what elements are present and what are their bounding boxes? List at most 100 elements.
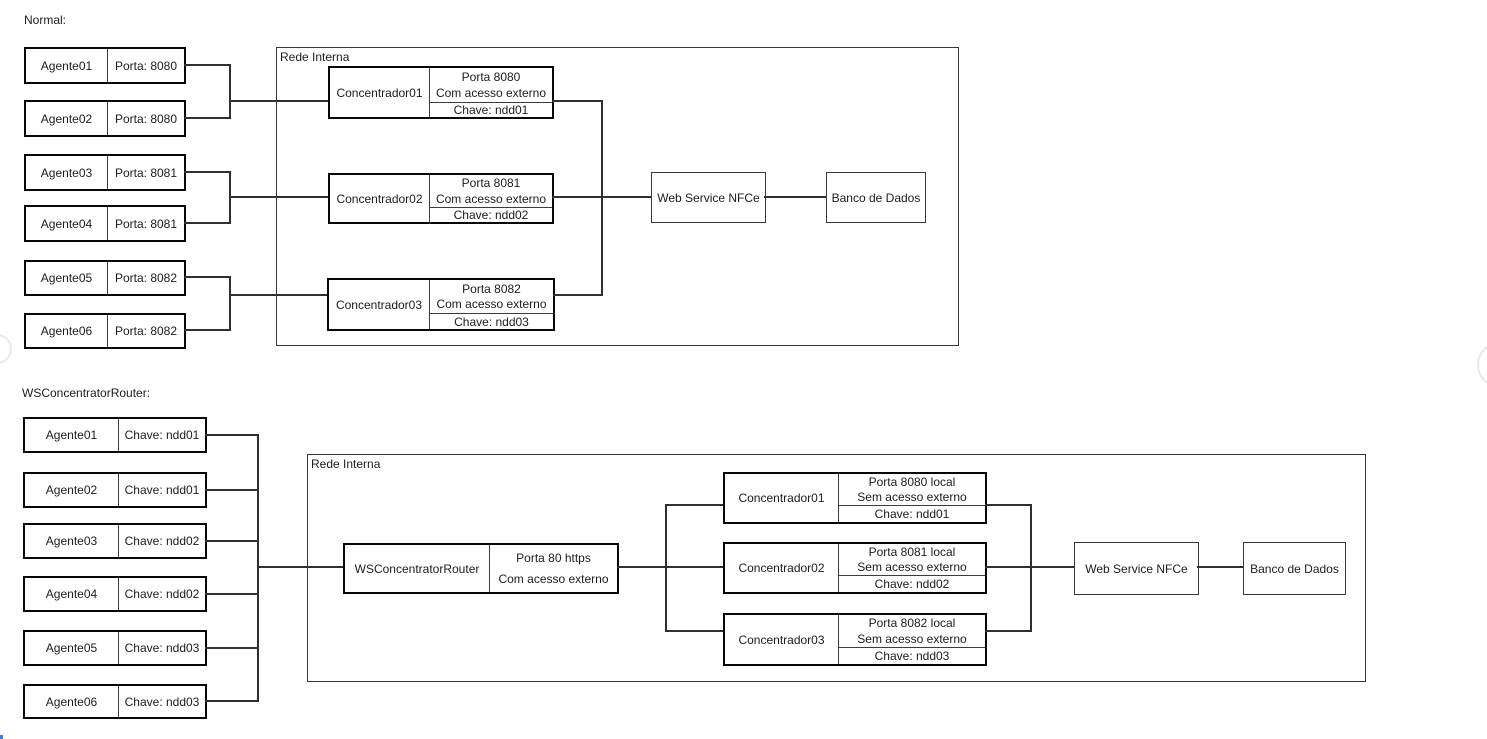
agent-port-label: Porta: 8082 bbox=[114, 271, 178, 285]
connector-line bbox=[1197, 566, 1244, 568]
connector-line bbox=[184, 117, 231, 119]
connector-line bbox=[257, 434, 259, 702]
agent-name-label: Agente03 bbox=[26, 156, 108, 189]
concentrator-box: Concentrador01 Porta 8080 local Sem aces… bbox=[723, 472, 987, 524]
concentrator-port-label: Porta 8081 bbox=[461, 176, 521, 191]
connector-line bbox=[229, 64, 231, 119]
concentrator-access-label: Com acesso externo bbox=[435, 191, 547, 206]
connector-line bbox=[205, 593, 259, 595]
concentrator-name-label: Concentrador03 bbox=[725, 615, 839, 664]
connector-line bbox=[184, 329, 231, 331]
concentrator-box: Concentrador02 Porta 8081 local Sem aces… bbox=[723, 542, 987, 594]
webservice-box: Web Service NFCe bbox=[651, 172, 766, 223]
database-box: Banco de Dados bbox=[826, 172, 926, 223]
agent-key-label: Chave: ndd03 bbox=[124, 641, 200, 655]
agent-name-label: Agente06 bbox=[26, 315, 108, 347]
agent-port-label: Porta: 8080 bbox=[114, 111, 178, 126]
concentrator-port-label: Porta 8080 bbox=[461, 70, 521, 84]
database-box: Banco de Dados bbox=[1243, 542, 1346, 595]
agent-name-label: Agente01 bbox=[26, 49, 108, 82]
connector-line bbox=[205, 489, 259, 491]
connector-line bbox=[985, 630, 1032, 632]
connector-line bbox=[553, 294, 603, 296]
router-box: WSConcentratorRouter Porta 80 https Com … bbox=[343, 543, 619, 594]
edge-circle-decoration bbox=[0, 334, 12, 364]
connector-line bbox=[229, 276, 231, 331]
connector-line bbox=[601, 100, 603, 296]
agent-port-label: Porta: 8081 bbox=[114, 216, 178, 231]
connector-line bbox=[184, 171, 231, 173]
internal-network-label: Rede Interna bbox=[280, 50, 350, 64]
internal-network-label: Rede Interna bbox=[311, 457, 381, 471]
agent-name-label: Agente05 bbox=[25, 632, 119, 664]
connector-line bbox=[205, 700, 259, 702]
connector-line bbox=[665, 504, 725, 506]
agent-box: Agente02 Porta: 8080 bbox=[24, 100, 186, 137]
agent-name-label: Agente02 bbox=[26, 102, 108, 135]
agent-key-label: Chave: ndd02 bbox=[124, 534, 200, 548]
concentrator-port-label: Porta 8082 bbox=[462, 281, 521, 296]
agent-name-label: Agente01 bbox=[25, 419, 119, 451]
concentrator-key-label: Chave: ndd02 bbox=[839, 575, 985, 592]
webservice-label: Web Service NFCe bbox=[1085, 561, 1188, 576]
connector-line bbox=[617, 566, 725, 568]
connector-line bbox=[205, 647, 259, 649]
connector-line bbox=[205, 434, 259, 436]
concentrator-access-label: Com acesso externo bbox=[436, 297, 547, 312]
agent-box: Agente06 Chave: ndd03 bbox=[23, 684, 207, 719]
section-title-router: WSConcentratorRouter: bbox=[22, 386, 151, 400]
agent-box: Agente03 Porta: 8081 bbox=[24, 154, 186, 191]
agent-box: Agente01 Chave: ndd01 bbox=[23, 417, 207, 453]
section-title-normal: Normal: bbox=[24, 13, 67, 27]
webservice-box: Web Service NFCe bbox=[1074, 542, 1199, 595]
agent-port-label: Porta: 8082 bbox=[114, 324, 178, 338]
webservice-label: Web Service NFCe bbox=[657, 190, 760, 205]
internal-network-box: Rede Interna bbox=[307, 454, 1366, 682]
agent-box: Agente03 Chave: ndd02 bbox=[23, 523, 207, 559]
connector-line bbox=[665, 630, 725, 632]
concentrator-port-label: Porta 8082 local bbox=[868, 616, 956, 631]
agent-name-label: Agente05 bbox=[26, 262, 108, 294]
concentrator-key-label: Chave: ndd01 bbox=[839, 505, 985, 522]
router-access-label: Com acesso externo bbox=[498, 571, 609, 586]
concentrator-box: Concentrador02 Porta 8081 Com acesso ext… bbox=[328, 173, 554, 224]
corner-artifact bbox=[0, 735, 3, 739]
agent-name-label: Agente06 bbox=[25, 686, 119, 717]
concentrator-access-label: Com acesso externo bbox=[435, 86, 547, 100]
router-name-label: WSConcentratorRouter bbox=[345, 545, 490, 592]
concentrator-key-label: Chave: ndd03 bbox=[839, 647, 985, 664]
concentrator-access-label: Sem acesso externo bbox=[857, 490, 967, 504]
agent-key-label: Chave: ndd01 bbox=[124, 428, 200, 442]
concentrator-box: Concentrador01 Porta 8080 Com acesso ext… bbox=[328, 66, 554, 119]
connector-line bbox=[184, 64, 231, 66]
agent-box: Agente06 Porta: 8082 bbox=[24, 313, 186, 349]
connector-line bbox=[764, 196, 827, 198]
connector-line bbox=[552, 100, 603, 102]
agent-name-label: Agente04 bbox=[25, 578, 119, 610]
agent-key-label: Chave: ndd02 bbox=[124, 587, 200, 601]
database-label: Banco de Dados bbox=[1250, 561, 1339, 576]
connector-line bbox=[205, 540, 259, 542]
agent-key-label: Chave: ndd01 bbox=[124, 483, 200, 497]
agent-box: Agente04 Porta: 8081 bbox=[24, 205, 186, 242]
agent-box: Agente01 Porta: 8080 bbox=[24, 47, 186, 84]
connector-line bbox=[257, 566, 345, 568]
concentrator-name-label: Concentrador02 bbox=[330, 175, 430, 222]
concentrator-port-label: Porta 8080 local bbox=[868, 475, 956, 489]
connector-line bbox=[184, 276, 231, 278]
agent-box: Agente04 Chave: ndd02 bbox=[23, 576, 207, 612]
connector-line bbox=[985, 504, 1032, 506]
concentrator-name-label: Concentrador01 bbox=[330, 68, 430, 117]
edge-circle-decoration bbox=[1477, 342, 1487, 388]
agent-name-label: Agente02 bbox=[25, 474, 119, 506]
agent-name-label: Agente04 bbox=[26, 207, 108, 240]
agent-name-label: Agente03 bbox=[25, 525, 119, 557]
concentrator-name-label: Concentrador02 bbox=[725, 544, 839, 592]
concentrator-name-label: Concentrador01 bbox=[725, 474, 839, 522]
concentrator-port-label: Porta 8081 local bbox=[868, 545, 956, 559]
concentrator-access-label: Sem acesso externo bbox=[857, 631, 967, 646]
internal-network-box: Rede Interna bbox=[276, 47, 959, 346]
agent-box: Agente05 Porta: 8082 bbox=[24, 260, 186, 296]
agent-box: Agente05 Chave: ndd03 bbox=[23, 630, 207, 666]
